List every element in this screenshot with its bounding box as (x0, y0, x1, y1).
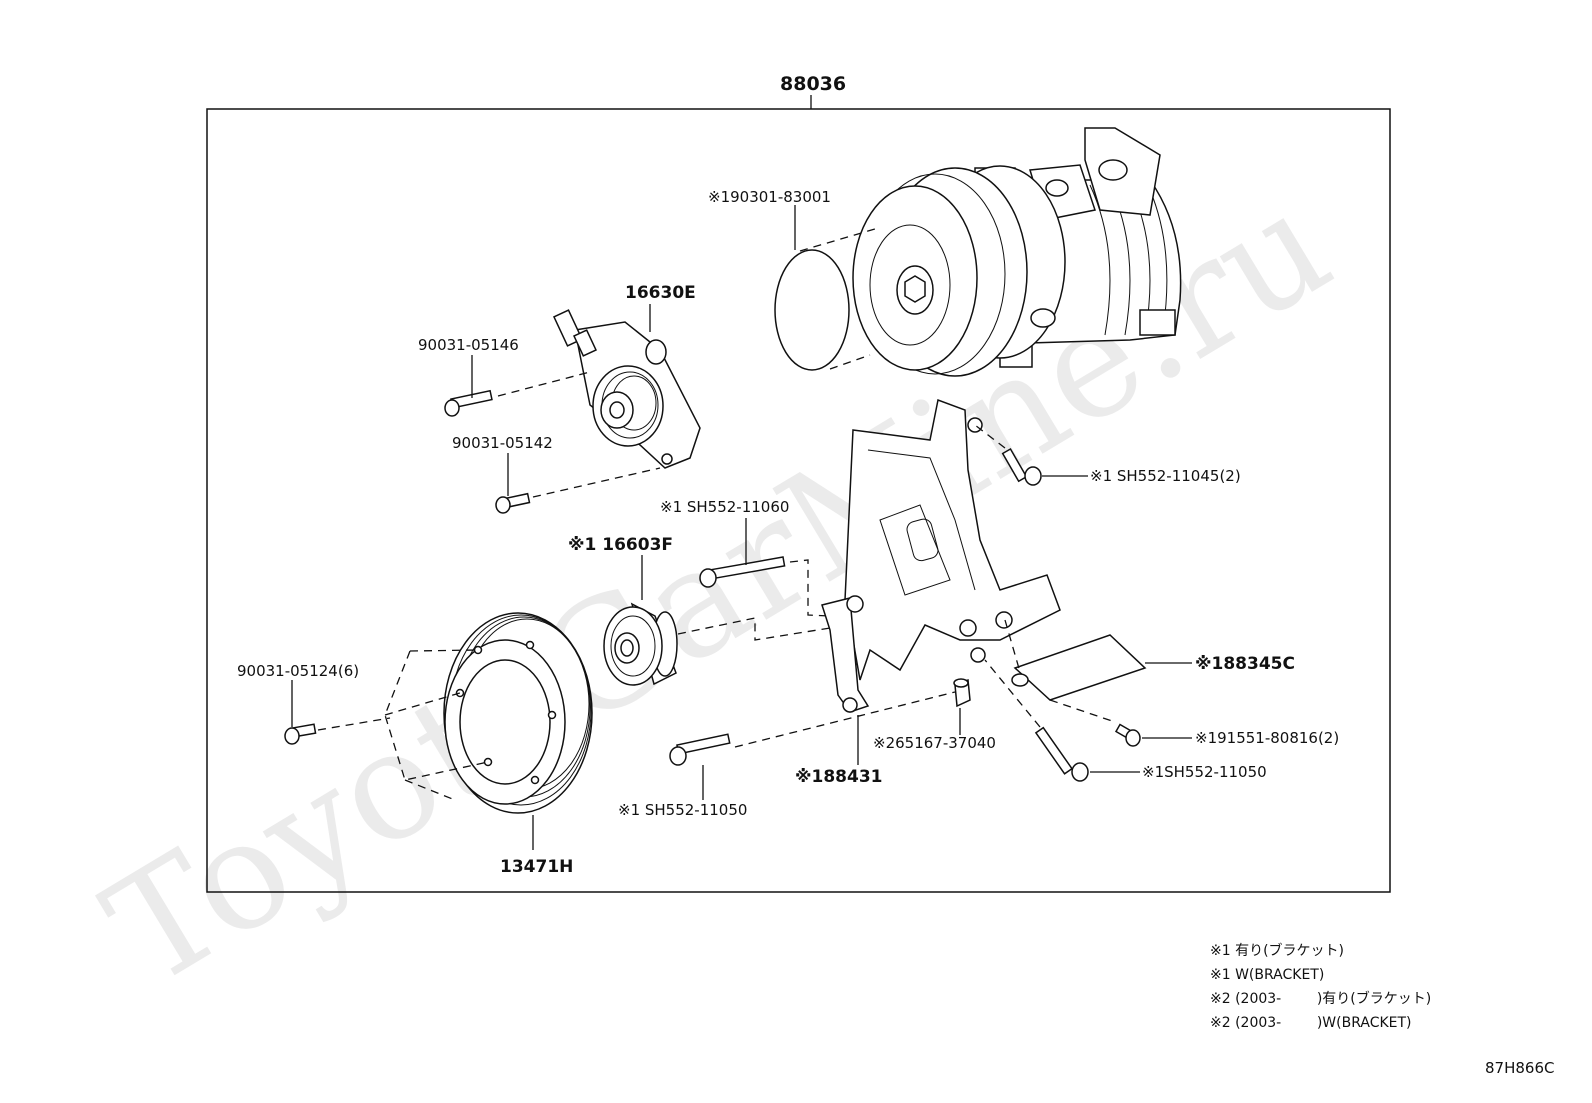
note-3: ※2 (2003- )有り(ブラケット) (1210, 990, 1431, 1007)
collar (953, 678, 971, 708)
seal-disk (774, 249, 850, 371)
figure-code: 87H866C (1485, 1059, 1554, 1077)
label-idler-assy: 16630E (625, 283, 696, 303)
label-bolt-c: ※1 SH552-11060 (660, 498, 789, 516)
label-idler-pulley: ※1 16603F (568, 535, 673, 555)
label-screw: ※191551-80816(2) (1195, 729, 1339, 747)
idler-pulley (603, 602, 678, 686)
bolt-sh552-11050-left (669, 733, 731, 766)
label-bracket: ※188431 (795, 767, 883, 787)
bracket-drawing (821, 398, 1061, 713)
bolt-sh552-11045 (1001, 447, 1042, 486)
bolt-sh552-11050-right (1034, 726, 1089, 782)
compressor-drawing (852, 127, 1182, 377)
label-bolt-a: 90031-05146 (418, 336, 519, 354)
assembly-number: 88036 (780, 73, 846, 95)
bolt-90031-05142 (495, 492, 531, 514)
bolt-90031-05146 (444, 389, 493, 417)
label-crank-pulley: 13471H (500, 857, 573, 877)
idler-assy-drawing (552, 309, 701, 469)
plate (1011, 634, 1147, 701)
assembly-frame (206, 108, 1391, 893)
label-bolt-b: 90031-05142 (452, 434, 553, 452)
crank-pulley (443, 612, 593, 814)
label-oring-seal: ※190301-83001 (708, 188, 831, 206)
label-bolt-d: 90031-05124(6) (237, 662, 359, 680)
note-2: ※1 W(BRACKET) (1210, 967, 1324, 983)
bolt-sh552-11060 (699, 556, 786, 588)
screw-91551-80816 (1114, 723, 1141, 747)
label-bracket-bolt-bottom-left: ※1 SH552-11050 (618, 801, 747, 819)
label-bracket-bolt-top: ※1 SH552-11045(2) (1090, 467, 1241, 485)
label-plate: ※188345C (1195, 654, 1295, 674)
note-4: ※2 (2003- )W(BRACKET) (1210, 1015, 1412, 1031)
label-collar: ※265167-37040 (873, 734, 996, 752)
note-1: ※1 有り(ブラケット) (1210, 942, 1344, 959)
label-bracket-bolt-bottom-right: ※1SH552-11050 (1142, 763, 1267, 781)
bolt-90031-05124 (284, 723, 317, 745)
